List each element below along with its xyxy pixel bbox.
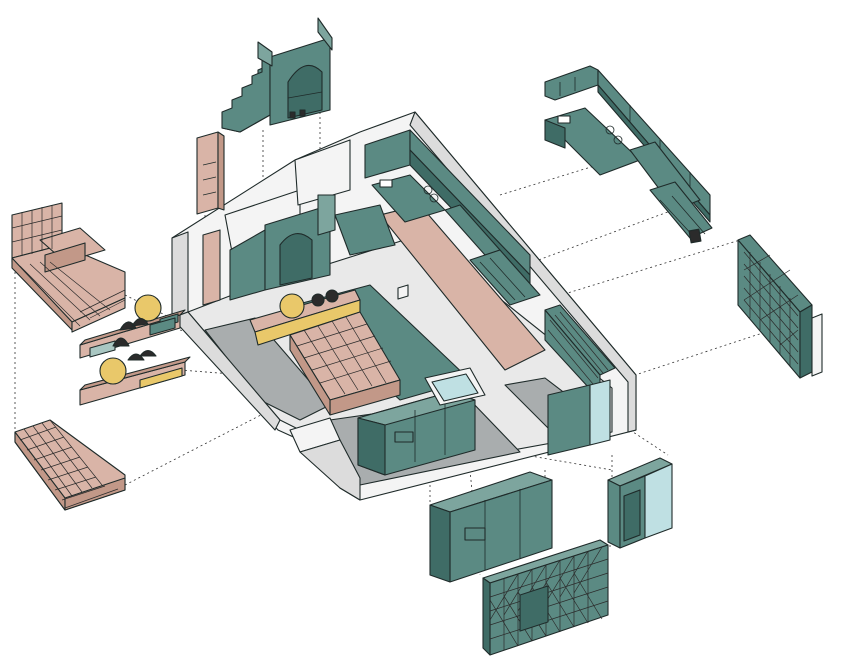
shelf-unit-lower — [79, 337, 191, 406]
wardrobe-inplace — [357, 391, 476, 476]
wardrobe-cabinet — [429, 471, 553, 583]
tiled-bed-inplace — [289, 311, 401, 416]
tiled-bed-platform — [14, 419, 126, 511]
stair-arch-inplace — [229, 194, 336, 301]
lattice-shelf-bottom — [482, 539, 609, 656]
main-floor-plan — [171, 111, 637, 501]
kitchen-module — [544, 65, 713, 244]
stair-arch-module — [221, 17, 333, 133]
shelf-unit-upper — [79, 294, 186, 359]
shower-module — [607, 457, 673, 549]
kitchen-inplace — [364, 129, 541, 306]
lattice-shelf-right — [737, 234, 823, 379]
tiled-bench — [11, 202, 126, 333]
tall-shelf — [196, 131, 225, 215]
